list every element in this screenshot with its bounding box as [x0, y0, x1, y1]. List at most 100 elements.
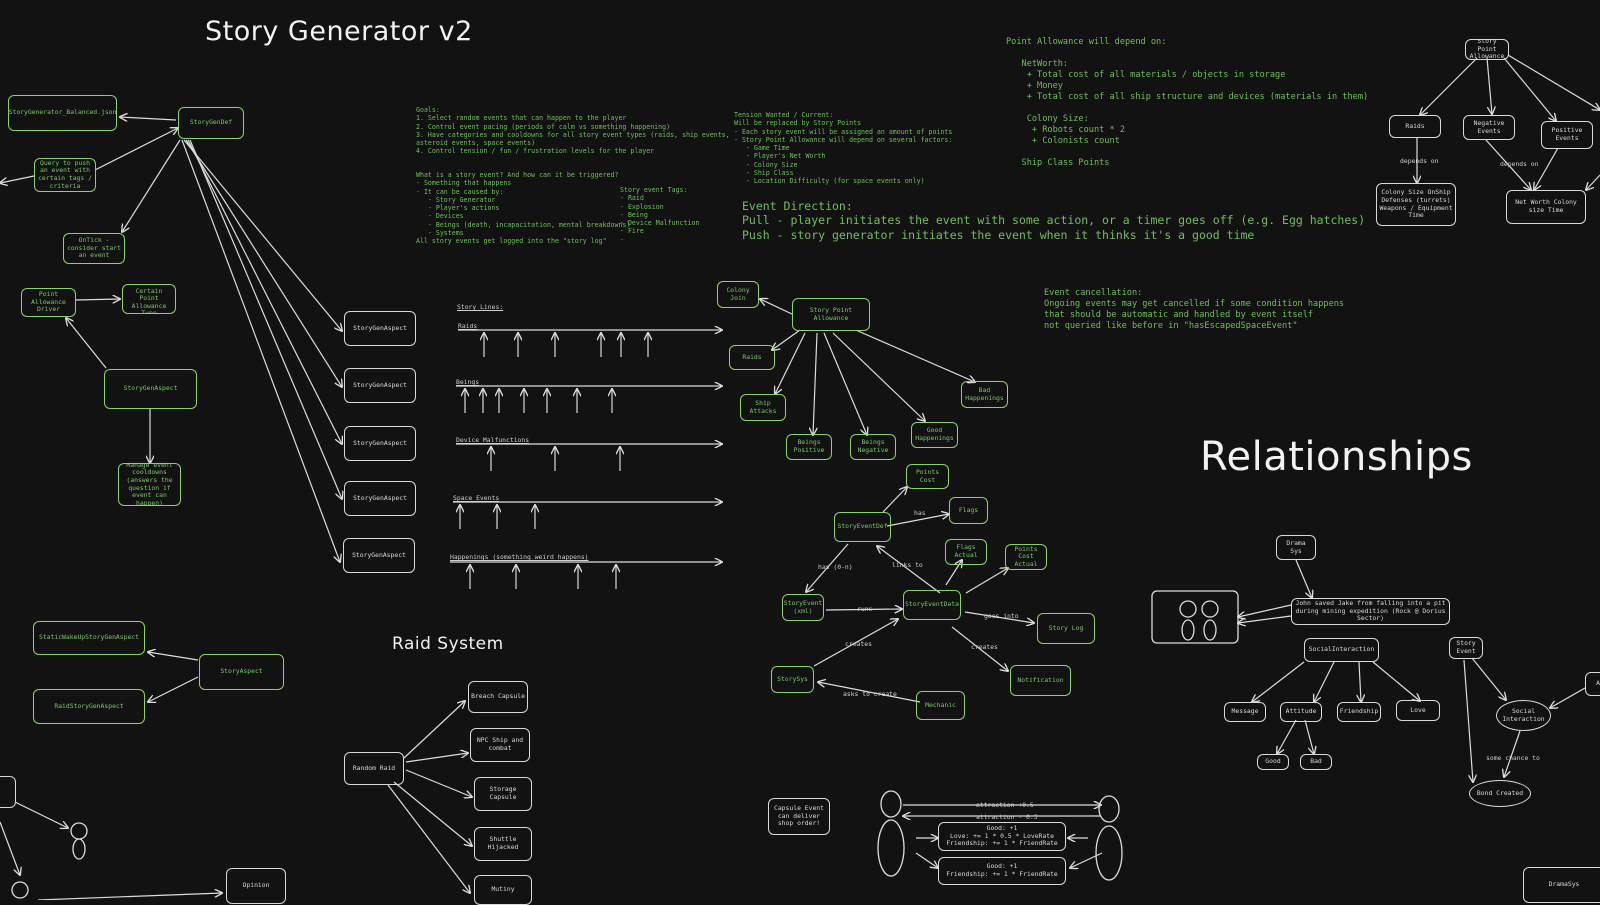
friendship-node[interactable]: Friendship [1337, 702, 1381, 722]
relation-box-1[interactable]: Good: +1 Love: += 1 * 0.5 * LoveRate Fri… [938, 822, 1066, 851]
social-interaction-node[interactable]: SocialInteraction [1304, 638, 1379, 662]
partial-right-node[interactable]: Ac [1585, 672, 1600, 696]
raid-option-node[interactable]: Breach Capsule [468, 681, 528, 713]
point-allowance-note: Point Allowance will depend on: NetWorth… [1006, 37, 1369, 168]
ship-attacks-node[interactable]: Ship Attacks [740, 394, 786, 421]
tr-negative-events-node[interactable]: Negative Events [1463, 115, 1515, 140]
static-wake-up-node[interactable]: StaticWakeUpStoryGenAspect [33, 621, 145, 655]
character-head [11, 881, 29, 899]
tr-positive-events-node[interactable]: Positive Events [1541, 121, 1593, 149]
bad-happenings-node[interactable]: Bad Happenings [961, 381, 1008, 408]
good-node[interactable]: Good [1257, 754, 1289, 770]
message-node[interactable]: Message [1224, 702, 1266, 722]
edge-label: goes into [984, 612, 1019, 620]
edge [964, 611, 1034, 623]
story-gen-def-node[interactable]: StoryGenDef [178, 107, 244, 139]
edge [403, 701, 465, 759]
raid-story-gen-node[interactable]: RaidStoryGenAspect [33, 689, 145, 724]
good-happenings-node[interactable]: Good Happenings [911, 422, 958, 448]
event-direction-title: Event Direction: [742, 199, 853, 213]
flags-node[interactable]: Flags [949, 497, 988, 524]
edge [915, 852, 938, 868]
edge [1485, 139, 1531, 190]
story-line-label: Device Malfunctions [456, 436, 530, 444]
edge [772, 329, 801, 350]
edge [1507, 54, 1600, 110]
story-event-xml-node[interactable]: StoryEvent (xml) [782, 594, 824, 621]
raid-option-node[interactable]: NPC Ship and combat [470, 728, 530, 762]
story-gen-aspect-node[interactable]: StoryGenAspect [344, 481, 416, 516]
story-event-data-node[interactable]: StoryEventData [903, 590, 961, 620]
edge [1420, 57, 1478, 115]
on-tick-node[interactable]: OnTick - consider start an event [63, 233, 125, 264]
raids-node[interactable]: Raids [729, 345, 775, 370]
tr-raids-node[interactable]: Raids [1389, 115, 1441, 138]
points-cost-node[interactable]: Points Cost [906, 464, 949, 489]
edge [1238, 604, 1292, 617]
edge [1550, 687, 1586, 708]
edge [886, 514, 949, 527]
story-gen-json-node[interactable]: StoryGenerator_Balanced.json [8, 95, 117, 131]
character-head [70, 822, 88, 840]
story-gen-aspect-node[interactable]: StoryGenAspect [344, 426, 416, 461]
love-node[interactable]: Love [1396, 700, 1440, 721]
flags-actual-node[interactable]: Flags Actual [945, 539, 987, 565]
drives-type-node[interactable]: Drives Certain Point Allowance Type [122, 284, 176, 314]
story-lines-header: Story Lines: [457, 303, 504, 311]
story-sys-node[interactable]: StorySys [771, 666, 814, 693]
edge-label: some chance to [1486, 754, 1540, 762]
story-point-allowance-node[interactable]: Story Point Allowance [792, 298, 870, 331]
drama-sys-node[interactable]: Drama Sys [1276, 535, 1316, 560]
manage-cooldowns-node[interactable]: Manage event cooldowns (answers the ques… [118, 463, 181, 506]
point-allowance-driver-node[interactable]: Point Allowance Driver [21, 288, 76, 317]
character-head [880, 790, 902, 818]
character-body [877, 819, 905, 877]
bond-created-ellipse[interactable]: Bond Created [1469, 780, 1531, 807]
edge-label: links to [892, 561, 923, 569]
tr-story-point-allowance-node[interactable]: Story Point Allowance [1465, 39, 1509, 60]
character-head [1179, 600, 1197, 618]
raid-option-node[interactable]: Shuttle Hijacked [474, 827, 532, 861]
edge [775, 332, 806, 394]
story-aspect-node[interactable]: StoryAspect [199, 654, 284, 690]
story-event-def-node[interactable]: StoryEventDef [834, 512, 891, 542]
opinion-node[interactable]: Opinion [226, 868, 286, 904]
mechanic-node[interactable]: Mechanic [916, 691, 965, 720]
colony-join-node[interactable]: Colony Join [717, 281, 759, 308]
attitude-node[interactable]: Attitude [1280, 702, 1322, 722]
story-event-node[interactable]: Story Event [1449, 637, 1483, 659]
beings-positive-node[interactable]: Beings Positive [786, 434, 832, 460]
story-gen-aspect-node[interactable]: StoryGenAspect [344, 368, 416, 403]
edge [0, 175, 35, 183]
raid-option-node[interactable]: Storage Capsule [474, 777, 532, 811]
story-log-node[interactable]: Story Log [1037, 613, 1095, 644]
edge [823, 332, 867, 435]
drama-sys-bottom-node[interactable]: DramaSys [1523, 867, 1600, 903]
edge [1304, 719, 1314, 754]
tr-colony-size-node[interactable]: Colony Size OnShip Defenses (turrets) We… [1376, 183, 1456, 226]
beings-negative-node[interactable]: Beings Negative [850, 434, 896, 460]
story-line-label: Happenings (something weird happens) [450, 553, 589, 561]
partial-left-node[interactable] [0, 776, 16, 808]
notification-node[interactable]: Notification [1010, 665, 1071, 696]
relation-box-2[interactable]: Good: +1 Friendship: += 1 * FriendRate [938, 857, 1066, 885]
story-gen-aspect-main-node[interactable]: StoryGenAspect [104, 369, 197, 409]
story-gen-aspect-node[interactable]: StoryGenAspect [344, 311, 416, 346]
social-interaction-ellipse[interactable]: Social Interaction [1496, 700, 1551, 731]
edge-label: runs [857, 605, 873, 613]
drama-example-node[interactable]: John saved Jake from falling into a pit … [1291, 598, 1450, 625]
tr-net-worth-node[interactable]: Net Worth Colony size Time [1506, 190, 1586, 224]
query-push-node[interactable]: Query to push an event with certain tags… [34, 158, 96, 192]
edge [187, 139, 342, 444]
edge [818, 682, 921, 703]
event-tags-note: Story event Tags: - Raid - Explosion - B… [620, 186, 700, 244]
bad-node[interactable]: Bad [1300, 754, 1332, 770]
characters-box [1151, 590, 1239, 644]
capsule-event-node[interactable]: Capsule Event can deliver shop order! [768, 798, 830, 835]
random-raid-node[interactable]: Random Raid [344, 752, 404, 785]
edge-label: creates [971, 643, 998, 651]
points-cost-actual-node[interactable]: Points Cost Actual [1005, 544, 1047, 570]
story-gen-aspect-node[interactable]: StoryGenAspect [343, 538, 415, 573]
raid-option-node[interactable]: Mutiny [474, 875, 532, 905]
